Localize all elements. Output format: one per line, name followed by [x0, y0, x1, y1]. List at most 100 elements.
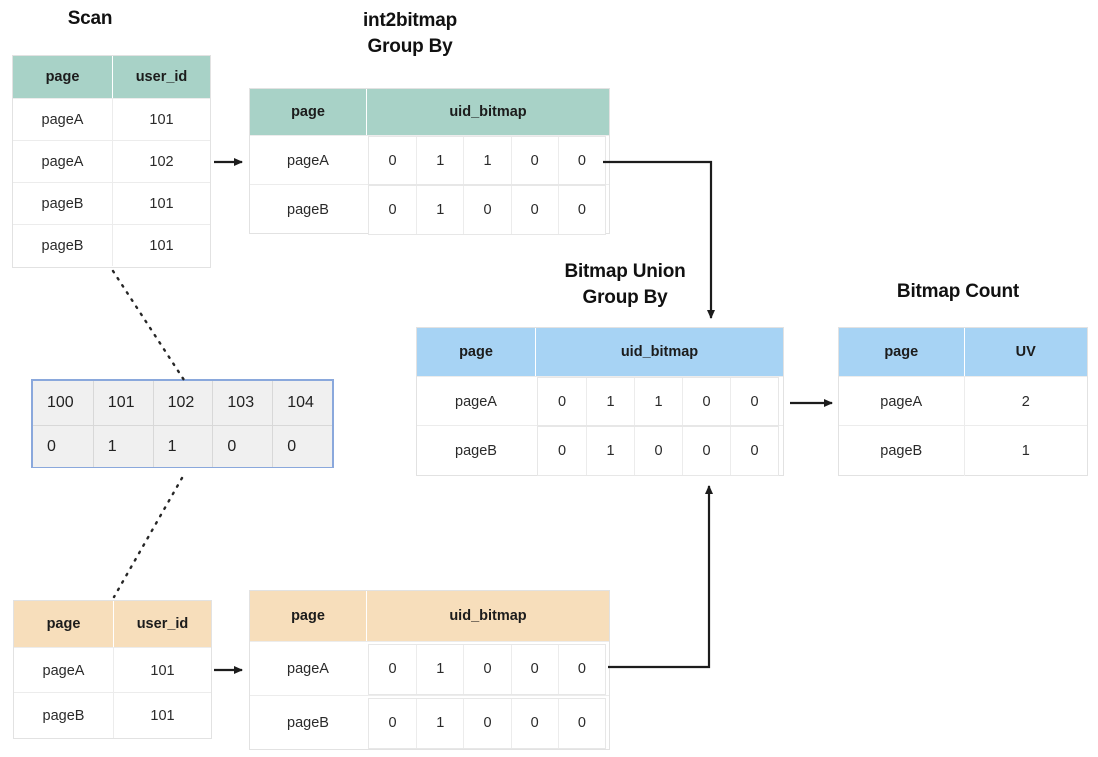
bitmap-bit: 0	[463, 186, 510, 234]
cell-user-id: 102	[112, 141, 210, 183]
table-row: pageA 102	[13, 140, 210, 183]
bitmap-strip-bit: 0	[212, 426, 273, 467]
bitmap-bit: 0	[730, 427, 778, 475]
cell-uid-bitmap: 0 1 0 0 0	[366, 696, 609, 750]
bitmap-grid: 0 1 0 0 0	[537, 426, 779, 476]
scan-table-top: page user_id pageA 101 pageA 102 pageB 1…	[12, 55, 211, 268]
bitmap-grid: 0 1 1 0 0	[368, 136, 606, 185]
int2bitmap-table-top: page uid_bitmap pageA 0 1 1 0 0 pageB 0 …	[249, 88, 610, 235]
bitmap-count-table: page UV pageA 2 pageB 1	[838, 327, 1088, 476]
bitmap-bit: 0	[682, 378, 730, 425]
arrow-int2bitmap-bottom-to-union	[608, 485, 713, 669]
cell-user-id: 101	[113, 648, 211, 693]
bitmap-bit: 0	[388, 202, 397, 218]
bitmap-bit: 0	[510, 698, 558, 748]
bitmap-grid: 0 1 0 0 0	[368, 643, 606, 695]
bitmap-strip-id: 104	[272, 381, 332, 425]
column-header-page: page	[250, 591, 366, 641]
cell-uid-bitmap: 0 1 1 0 0	[366, 136, 609, 185]
cell-user-id: 101	[113, 693, 211, 738]
title-bitmap-count: Bitmap Count	[896, 281, 1020, 302]
bitmap-bit: 1	[586, 427, 634, 475]
column-header-uv: UV	[963, 328, 1087, 376]
bitmap-bit: 1	[416, 644, 463, 694]
table-header-row: page UV	[839, 328, 1087, 376]
bitmap-bit: 0	[463, 644, 510, 694]
column-header-uid-bitmap: uid_bitmap	[535, 328, 783, 376]
bitmap-bit: 0	[557, 186, 605, 234]
cell-uid-bitmap: 0 1 0 0 0	[535, 426, 783, 476]
table-row: pageB 1	[839, 425, 1088, 476]
bitmap-bit: 0	[557, 644, 605, 694]
table-row: pageB 0 1 0 0 0	[250, 695, 609, 749]
bitmap-bit: 0	[510, 644, 558, 694]
table-row: pageB 101	[13, 224, 210, 266]
bitmap-bit: 1	[416, 186, 463, 234]
column-header-uid-bitmap: uid_bitmap	[366, 89, 609, 135]
bitmap-union-table: page uid_bitmap pageA 0 1 1 0 0 pageB 0 …	[416, 327, 784, 476]
cell-page: pageA	[287, 152, 329, 169]
table-row: pageA 101	[13, 98, 210, 141]
cell-page: pageA	[287, 661, 329, 677]
bitmap-strip-bit: 0	[33, 426, 93, 467]
column-header-page: page	[839, 328, 964, 376]
cell-user-id: 101	[112, 183, 210, 225]
bitmap-bit: 1	[416, 137, 463, 184]
bitmap-bit: 0	[388, 661, 397, 677]
table-header-row: page user_id	[13, 56, 210, 98]
bitmap-bit: 1	[416, 698, 463, 748]
bitmap-bit: 0	[510, 137, 558, 184]
table-header-row: page uid_bitmap	[250, 89, 609, 135]
bitmap-strip-bit: 0	[272, 426, 332, 467]
bitmap-bit: 0	[510, 186, 558, 234]
bitmap-strip-id-row: 100 101 102 103 104	[33, 381, 332, 425]
bitmap-bit: 0	[682, 427, 730, 475]
bitmap-bit: 0	[557, 443, 567, 459]
table-row: pageB 0 1 0 0 0	[250, 184, 609, 235]
cell-page: pageB	[455, 443, 497, 459]
bitmap-strip-bit-row: 0 1 1 0 0	[33, 425, 332, 467]
dotted-scan-top-to-strip	[111, 269, 186, 382]
table-row: pageB 101	[14, 692, 211, 738]
column-header-user-id: user_id	[112, 56, 210, 98]
bitmap-bit: 0	[388, 715, 397, 731]
cell-user-id: 101	[112, 99, 210, 141]
dotted-strip-to-scan-bottom	[112, 476, 184, 599]
cell-page: pageA	[41, 112, 84, 128]
table-row: pageA 0 1 1 0 0	[250, 135, 609, 185]
bitmap-strip-id: 100	[33, 381, 93, 425]
int2bitmap-table-bottom: page uid_bitmap pageA 0 1 0 0 0 pageB 0 …	[249, 590, 610, 750]
bitmap-bit: 1	[634, 378, 682, 425]
table-row: pageB 0 1 0 0 0	[417, 425, 783, 476]
cell-page: pageA	[880, 393, 923, 410]
column-header-user-id: user_id	[113, 601, 211, 647]
bitmap-strip-id: 103	[212, 381, 273, 425]
cell-user-id: 101	[112, 225, 210, 266]
bitmap-bit: 0	[557, 137, 605, 184]
cell-uv: 1	[963, 426, 1088, 476]
table-row: pageA 2	[839, 376, 1088, 426]
column-header-page: page	[417, 328, 535, 376]
column-header-page: page	[250, 89, 366, 135]
cell-page: pageA	[455, 393, 497, 410]
table-header-row: page uid_bitmap	[250, 591, 609, 641]
column-header-page: page	[13, 56, 112, 98]
bitmap-bit: 1	[586, 378, 634, 425]
table-row: pageA 0 1 1 0 0	[417, 376, 783, 426]
cell-page: pageB	[41, 237, 84, 254]
cell-uid-bitmap: 0 1 0 0 0	[366, 642, 609, 696]
bitmap-grid: 0 1 0 0 0	[368, 697, 606, 749]
bitmap-grid: 0 1 0 0 0	[368, 185, 606, 235]
bitmap-bit: 0	[557, 698, 605, 748]
cell-page: pageB	[41, 196, 84, 212]
cell-page: pageA	[41, 154, 84, 170]
bitmap-strip-id: 101	[92, 381, 153, 425]
cell-uid-bitmap: 0 1 0 0 0	[366, 185, 609, 235]
cell-uv: 2	[963, 377, 1088, 426]
column-header-page: page	[14, 601, 113, 647]
bitmap-bit: 0	[634, 427, 682, 475]
bitmap-bit: 0	[388, 152, 397, 169]
bitmap-grid: 0 1 1 0 0	[537, 377, 779, 426]
cell-page: pageB	[880, 443, 923, 459]
